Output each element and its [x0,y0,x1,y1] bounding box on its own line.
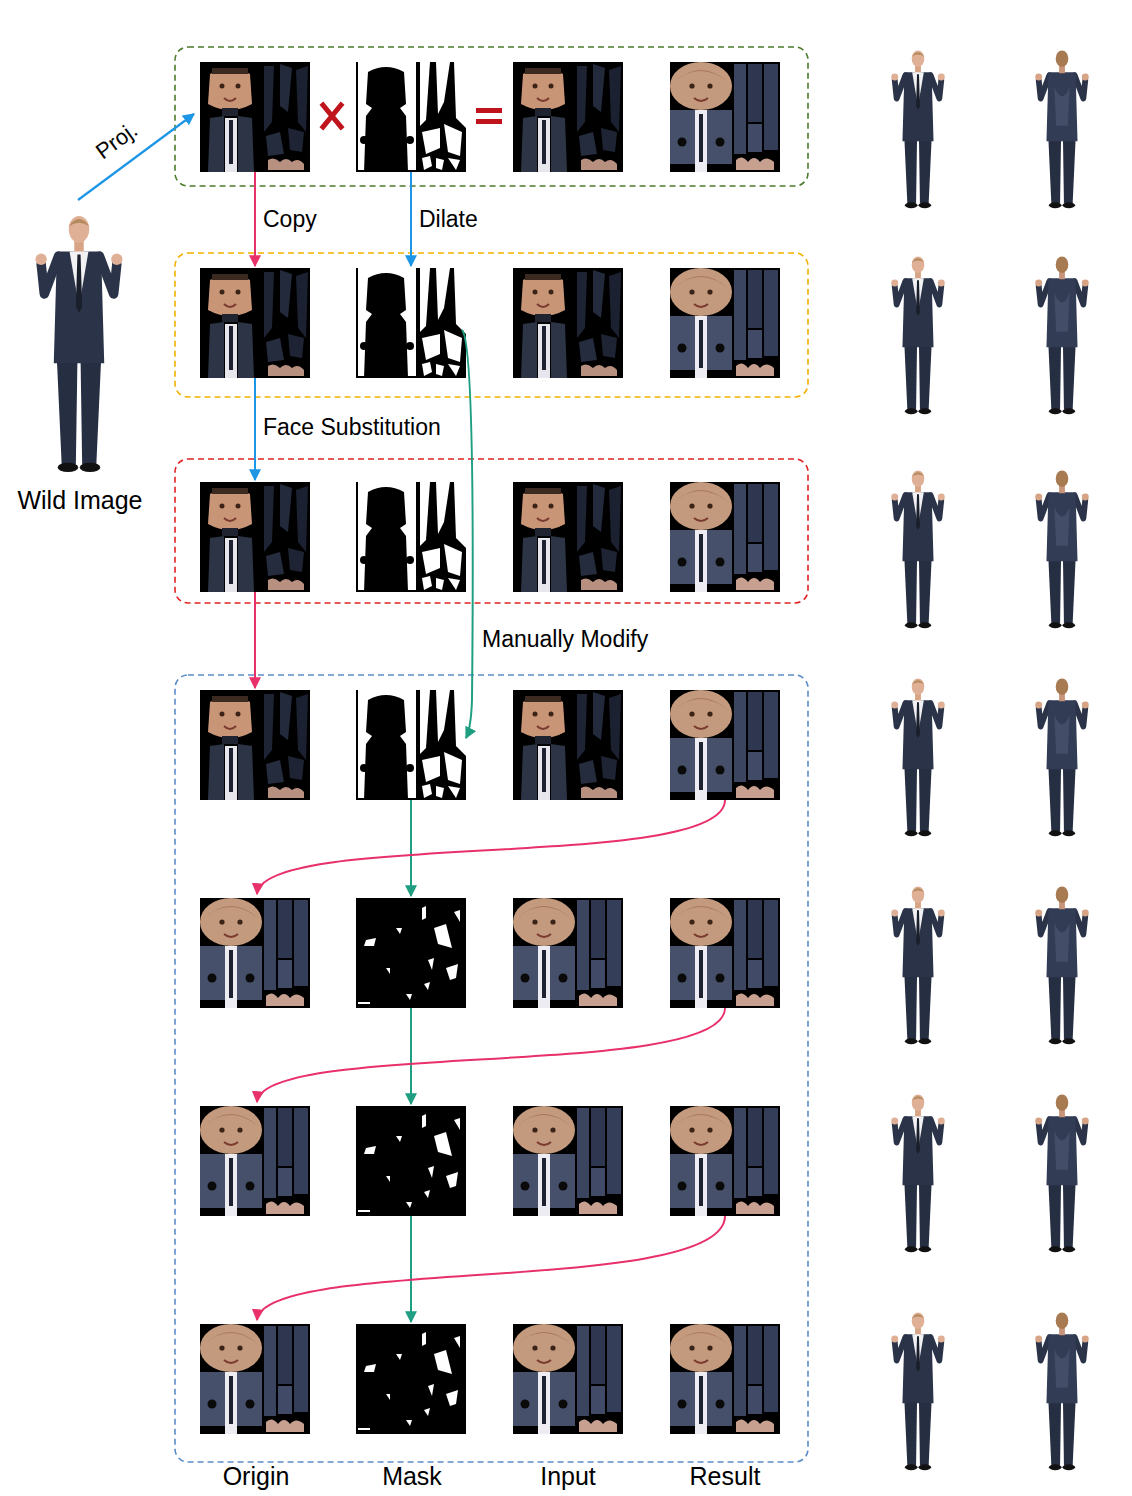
group-frame [175,253,808,397]
uv-thumbnail [513,1106,623,1216]
mask-thumbnail [356,1324,466,1434]
column-heading: Origin [223,1462,290,1491]
render-back [1035,886,1089,1044]
copy-arrow [254,172,256,266]
mask-arrow [410,1008,412,1104]
render-front [891,256,945,414]
uv-thumbnail [670,1106,780,1216]
step-label: Face Substitution [263,414,441,440]
node-caption: Wild Image [13,486,147,515]
mask-thumbnail [356,898,466,1008]
render-front [891,1312,945,1470]
mask-arrow [410,1216,412,1322]
uv-thumbnail [670,482,780,592]
mask-thumbnail [356,482,466,592]
render-back [1035,50,1089,208]
face-substitution-arrow [254,378,256,480]
uv-thumbnail [513,690,623,800]
uv-thumbnail [200,268,310,378]
uv-thumbnail [200,898,310,1008]
group-frame [175,459,808,603]
proj-arrow [78,114,194,200]
uv-thumbnail [513,268,623,378]
dilate-arrow [410,172,412,266]
step-label: Proj. [91,117,142,164]
render-back [1035,470,1089,628]
render-front [891,886,945,1044]
uv-thumbnail [670,898,780,1008]
uv-thumbnail [670,690,780,800]
mask-thumbnail [356,62,466,172]
uv-thumbnail [200,1106,310,1216]
render-back [1035,1094,1089,1252]
feedback-arrow [257,1008,725,1102]
render-back [1035,256,1089,414]
multiply-symbol [323,105,341,127]
render-front [891,50,945,208]
render-front [891,470,945,628]
feedback-arrow [257,1216,725,1320]
render-front [891,1094,945,1252]
group-frame [175,47,808,186]
uv-thumbnail [513,898,623,1008]
group-frame [175,675,808,1462]
uv-thumbnail [200,482,310,592]
column-heading: Mask [382,1462,442,1491]
feedback-arrow [257,800,725,894]
uv-thumbnail [513,482,623,592]
column-heading: Result [690,1462,761,1491]
render-back [1035,678,1089,836]
copy-arrow [254,592,256,688]
uv-thumbnail [670,268,780,378]
column-heading: Input [540,1462,596,1491]
equals-symbol [476,108,502,124]
uv-thumbnail [200,62,310,172]
mask-thumbnail [356,1106,466,1216]
uv-thumbnail [670,1324,780,1434]
uv-thumbnail [513,1324,623,1434]
step-label: Manually Modify [482,626,648,652]
mask-thumbnail [356,268,466,378]
step-label: Copy [263,206,317,232]
uv-thumbnail [513,62,623,172]
uv-thumbnail [670,62,780,172]
mask-thumbnail [356,690,466,800]
photo-node: Wild Image [13,212,147,515]
mask-arrow [410,800,412,896]
uv-thumbnail [200,1324,310,1434]
wild-image-photo [35,216,122,472]
uv-thumbnail [200,690,310,800]
render-front [891,678,945,836]
render-back [1035,1312,1089,1470]
step-label: Dilate [419,206,478,232]
manual-modify-arrow [462,330,473,738]
